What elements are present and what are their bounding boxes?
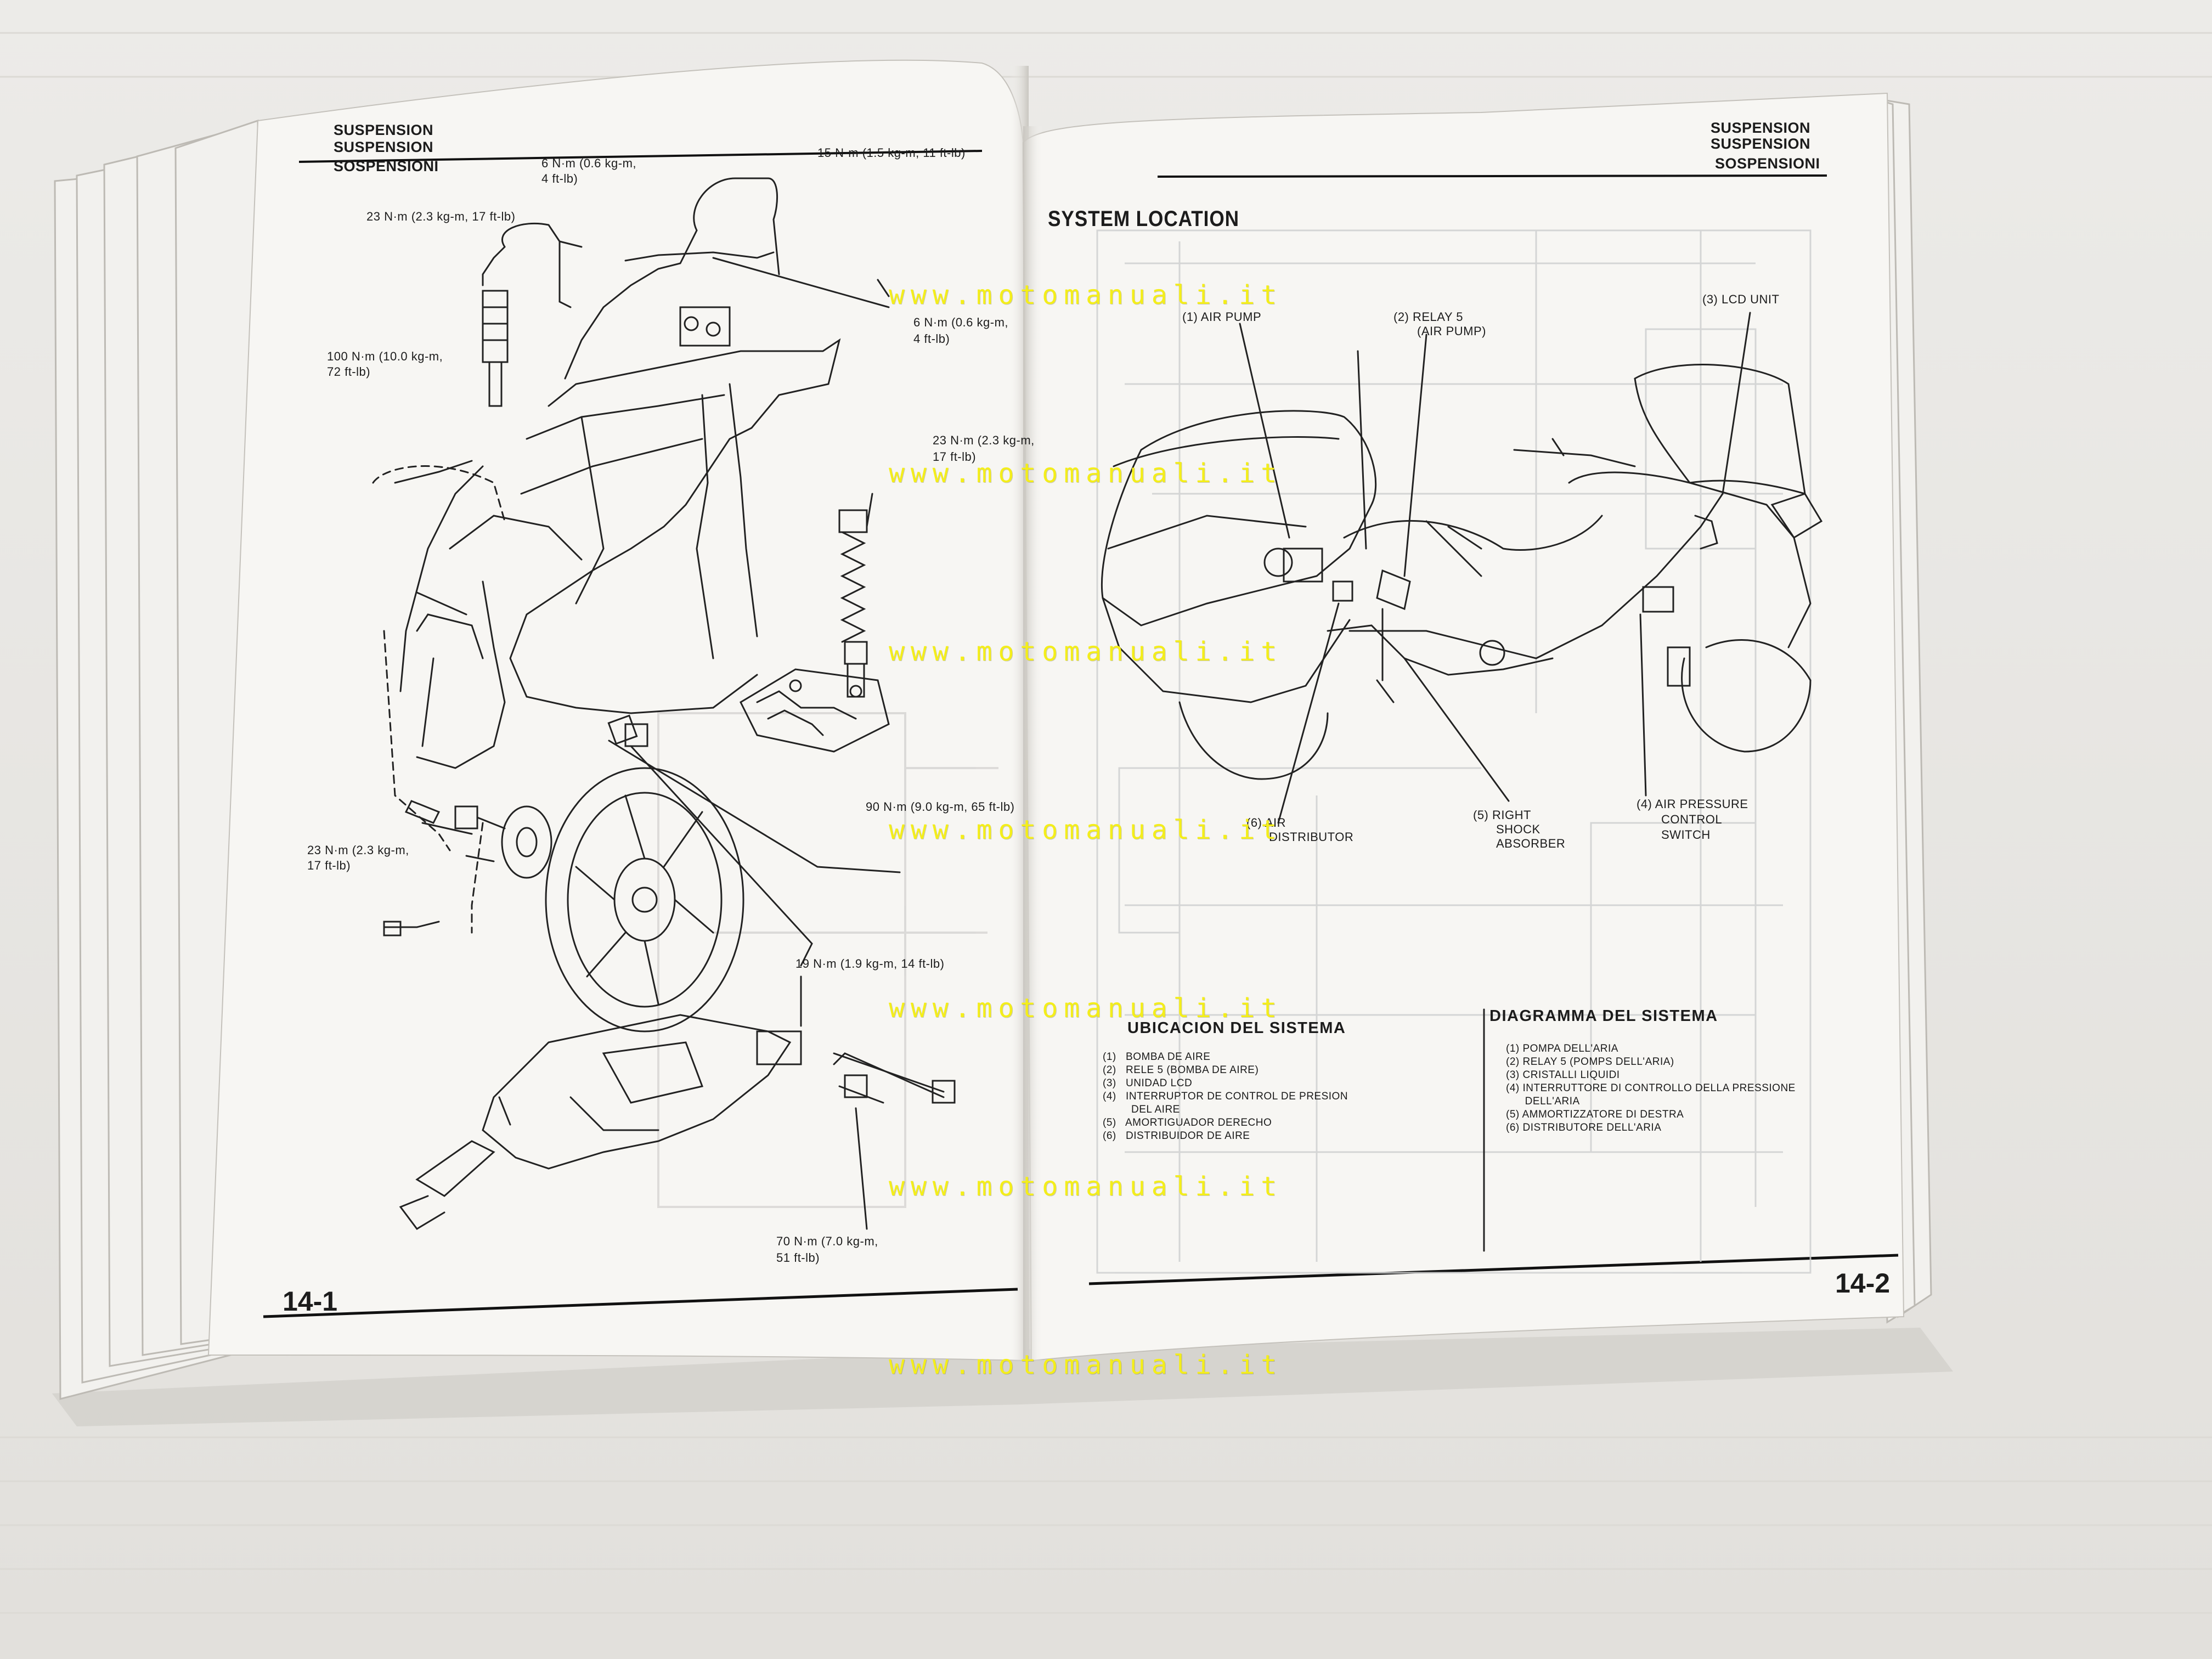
torque-6-top-1: 6 N·m (0.6 kg-m, — [541, 156, 637, 170]
watermark-7: www.motomanuali.it — [889, 1350, 1283, 1380]
watermark-6: www.motomanuali.it — [889, 1171, 1283, 1202]
watermark-1: www.motomanuali.it — [889, 280, 1283, 311]
callout-switch-2: CONTROL — [1661, 812, 1723, 826]
spanish-item-4: (4) INTERRUPTOR DE CONTROL DE PRESION — [1103, 1091, 1348, 1102]
right-page-sheet — [1022, 92, 1905, 1362]
system-location-title: SYSTEM LOCATION — [1048, 207, 1239, 231]
callout-relay5-1: (2) RELAY 5 — [1393, 310, 1463, 324]
spanish-item-6: (6) DISTRIBUIDOR DE AIRE — [1103, 1130, 1250, 1142]
callout-distributor-1: (6) AIR — [1246, 816, 1286, 830]
suspension-exploded-diagram — [372, 177, 956, 1230]
watermark-3: www.motomanuali.it — [889, 636, 1283, 667]
left-header-it: SOSPENSIONI — [334, 158, 439, 174]
right-header-es: SUSPENSION — [1711, 136, 1811, 152]
spanish-list: (1) BOMBA DE AIRE (2) RELE 5 (BOMBA DE A… — [1103, 1051, 1348, 1143]
torque-19: 19 N·m (1.9 kg-m, 14 ft-lb) — [795, 957, 945, 970]
italian-title: DIAGRAMMA DEL SISTEMA — [1489, 1007, 1718, 1025]
spanish-item-2: (2) RELE 5 (BOMBA DE AIRE) — [1103, 1064, 1259, 1076]
callout-switch-3: SWITCH — [1661, 828, 1711, 842]
torque-6-right-1: 6 N·m (0.6 kg-m, — [913, 315, 1009, 329]
callout-shock-2: SHOCK — [1496, 822, 1541, 836]
watermark-5: www.motomanuali.it — [889, 993, 1283, 1024]
italian-item-3: (3) CRISTALLI LIQUIDI — [1506, 1069, 1620, 1081]
torque-15: 15 N·m (1.5 kg-m, 11 ft-lb) — [817, 146, 966, 160]
italian-item-1: (1) POMPA DELL'ARIA — [1506, 1043, 1618, 1054]
callout-shock-1: (5) RIGHT — [1473, 808, 1531, 822]
italian-item-5: (5) AMMORTIZZATORE DI DESTRA — [1506, 1109, 1684, 1120]
bleed-through-circuit — [1096, 229, 1812, 1274]
spanish-item-3: (3) UNIDAD LCD — [1103, 1077, 1193, 1089]
watermark-2: www.motomanuali.it — [889, 458, 1283, 489]
torque-100-1: 100 N·m (10.0 kg-m, — [327, 349, 443, 363]
callout-switch-1: (4) AIR PRESSURE — [1637, 797, 1748, 811]
spanish-item-1: (1) BOMBA DE AIRE — [1103, 1051, 1211, 1063]
italian-list: (1) POMPA DELL'ARIA (2) RELAY 5 (POMPS D… — [1506, 1042, 1796, 1135]
spanish-item-4b: DEL AIRE — [1103, 1104, 1180, 1115]
torque-23-top: 23 N·m (2.3 kg-m, 17 ft-lb) — [366, 210, 516, 223]
page-stack-left — [54, 119, 259, 1400]
italian-item-6: (6) DISTRIBUTORE DELL'ARIA — [1506, 1122, 1662, 1133]
torque-100-2: 72 ft-lb) — [327, 365, 371, 379]
torque-70-1: 70 N·m (7.0 kg-m, — [776, 1234, 878, 1248]
torque-23-left-1: 23 N·m (2.3 kg-m, — [307, 843, 409, 857]
torque-23-right-2: 17 ft-lb) — [933, 450, 977, 464]
right-header-it: SOSPENSIONI — [1715, 155, 1820, 172]
torque-23-left-2: 17 ft-lb) — [307, 859, 351, 872]
callout-shock-3: ABSORBER — [1496, 837, 1566, 850]
watermark-4: www.motomanuali.it — [889, 815, 1283, 845]
italian-item-4: (4) INTERRUTTORE DI CONTROLLO DELLA PRES… — [1506, 1082, 1796, 1094]
right-page-number: 14-2 — [1835, 1268, 1891, 1299]
background-ribs — [0, 32, 2212, 1614]
callout-air-pump: (1) AIR PUMP — [1182, 310, 1262, 324]
callout-lcd-unit: (3) LCD UNIT — [1702, 292, 1780, 306]
italian-item-4b: DELL'ARIA — [1506, 1096, 1580, 1107]
torque-70-2: 51 ft-lb) — [776, 1251, 820, 1265]
spanish-title: UBICACION DEL SISTEMA — [1127, 1019, 1346, 1037]
motorcycle-system-diagram — [1101, 312, 1823, 1252]
right-header-en: SUSPENSION — [1711, 120, 1811, 136]
torque-6-right-2: 4 ft-lb) — [913, 332, 950, 346]
italian-item-2: (2) RELAY 5 (POMPS DELL'ARIA) — [1506, 1056, 1674, 1068]
torque-90: 90 N·m (9.0 kg-m, 65 ft-lb) — [866, 800, 1015, 814]
torque-23-right-1: 23 N·m (2.3 kg-m, — [933, 433, 1035, 447]
left-header-es: SUSPENSION — [334, 139, 434, 155]
left-page-number: 14-1 — [283, 1286, 338, 1317]
spanish-item-5: (5) AMORTIGUADOR DERECHO — [1103, 1117, 1272, 1128]
left-header-en: SUSPENSION — [334, 122, 434, 138]
torque-6-top-2: 4 ft-lb) — [541, 172, 578, 185]
callout-distributor-2: DISTRIBUTOR — [1269, 830, 1354, 844]
callout-relay5-2: (AIR PUMP) — [1417, 324, 1486, 338]
